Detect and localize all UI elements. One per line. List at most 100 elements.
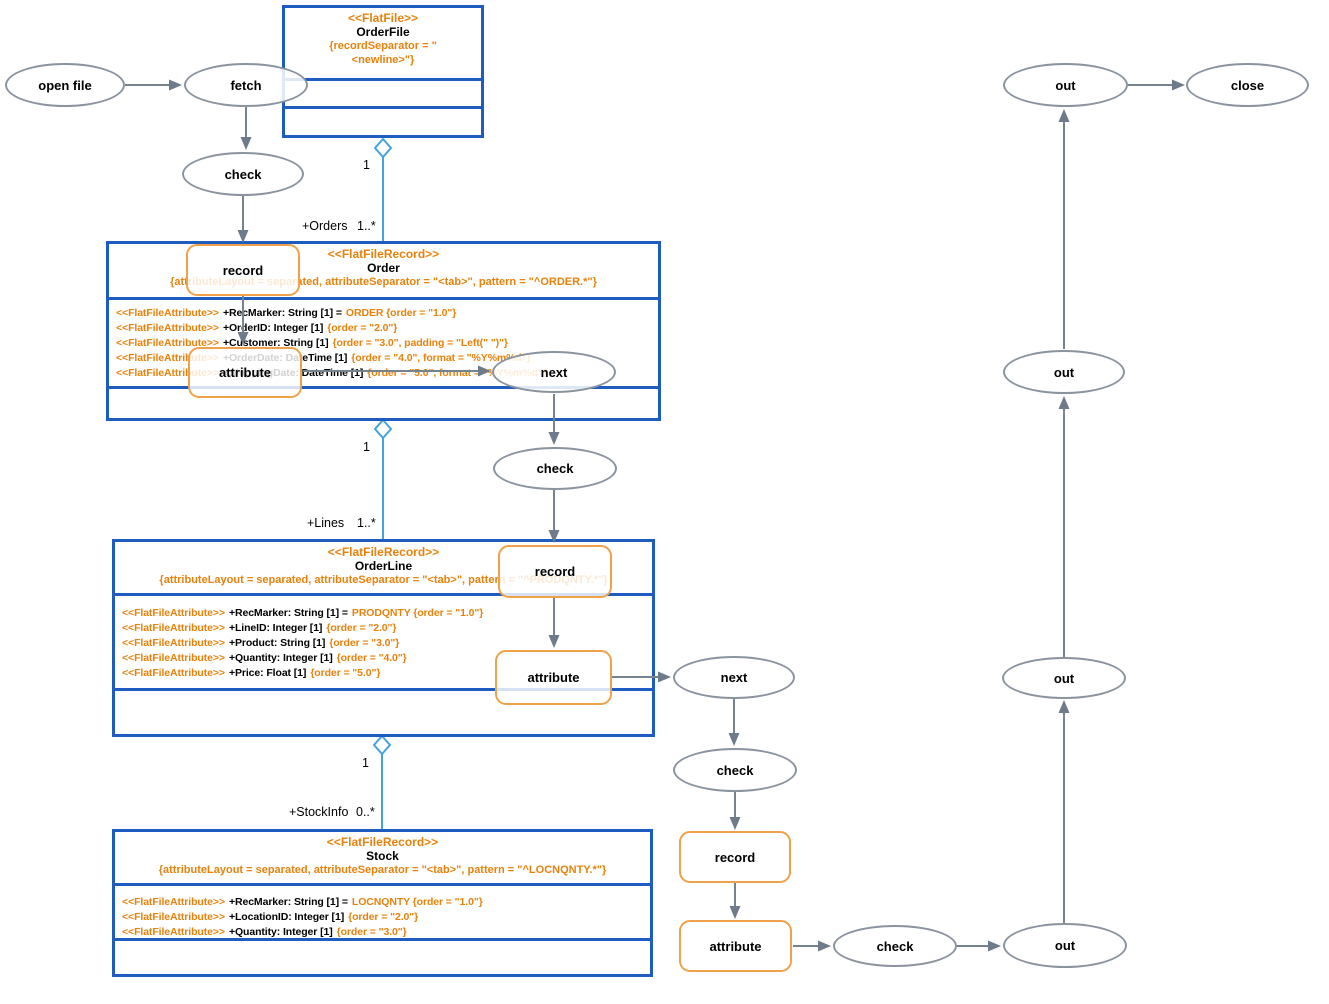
attr-stereotype: <<FlatFileAttribute>> [122, 896, 225, 908]
association-order-orderline [373, 418, 393, 539]
flow-node-label: check [876, 938, 914, 954]
attr-tags: {order = "4.0"} [336, 652, 407, 664]
association-orderline-stock [372, 734, 392, 829]
flow-node-label: next [720, 670, 748, 685]
attr-decl: +OrderID: Integer [1] [222, 322, 324, 334]
orderline-header: <<FlatFileRecord>> OrderLine {attributeL… [115, 542, 652, 596]
flow-node-record-order[interactable]: record [186, 244, 300, 296]
attribute-row: <<FlatFileAttribute>>+LocationID: Intege… [122, 910, 650, 925]
flow-node-out-stock[interactable]: out [1003, 923, 1127, 968]
attribute-row: <<FlatFileAttribute>>+Product: String [1… [122, 636, 652, 651]
class-box-orderfile[interactable]: <<FlatFile>> OrderFile {recordSeparator … [282, 5, 484, 138]
flow-node-next-order[interactable]: next [492, 351, 616, 393]
flow-node-label: out [1055, 77, 1076, 93]
assoc-source-mult: 1 [363, 158, 370, 172]
flow-node-label: record [534, 564, 576, 579]
attribute-row: <<FlatFileAttribute>>+RecMarker: String … [122, 895, 650, 910]
flow-node-label: close [1230, 77, 1265, 93]
assoc-target-mult: 1..* [357, 219, 376, 233]
stock-constraint: {attributeLayout = separated, attributeS… [158, 864, 607, 876]
attr-tags: {order = "3.0"} [329, 637, 400, 649]
flow-node-record-stock[interactable]: record [679, 831, 791, 883]
order-stereotype: <<FlatFileRecord>> [327, 247, 440, 261]
flow-node-label: attribute [709, 938, 762, 954]
assoc-role: +Lines [307, 516, 345, 530]
flow-node-label: out [1054, 938, 1076, 953]
attr-stereotype: <<FlatFileAttribute>> [116, 337, 219, 349]
assoc-role: +StockInfo [289, 805, 349, 819]
flow-node-record-orderline[interactable]: record [498, 545, 612, 598]
assoc-role: +Orders [302, 219, 348, 233]
attr-tags: {order = "2.0"} [327, 322, 398, 334]
flow-node-label: record [714, 849, 756, 865]
attr-stereotype: <<FlatFileAttribute>> [122, 622, 225, 634]
attr-tags: {order = "3.0", padding = "Left(" ")"} [332, 337, 508, 349]
assoc-source-mult: 1 [363, 440, 370, 454]
attribute-row: <<FlatFileAttribute>>+RecMarker: String … [116, 306, 658, 321]
stock-header: <<FlatFileRecord>> Stock {attributeLayou… [115, 832, 650, 886]
attr-stereotype: <<FlatFileAttribute>> [122, 637, 225, 649]
orderfile-constraint: {recordSeparator = "<newline>"} [329, 40, 437, 66]
flow-node-label: out [1053, 364, 1075, 380]
flow-node-attribute-orderline[interactable]: attribute [495, 650, 612, 705]
flow-node-label: attribute [219, 365, 271, 380]
flow-node-label: next [540, 364, 568, 380]
stock-name: Stock [366, 849, 399, 863]
stock-stereotype: <<FlatFileRecord>> [326, 835, 439, 849]
flow-node-check-out[interactable]: check [833, 925, 957, 967]
attribute-row: <<FlatFileAttribute>>+OrderID: Integer [… [116, 321, 658, 336]
flow-node-label: out [1053, 670, 1075, 686]
flow-node-check-order[interactable]: check [182, 152, 304, 196]
orderfile-stereotype: <<FlatFile>> [347, 11, 419, 25]
assoc-target-mult: 1..* [357, 516, 376, 530]
attr-stereotype: <<FlatFileAttribute>> [116, 307, 219, 319]
attr-stereotype: <<FlatFileAttribute>> [122, 607, 225, 619]
order-name: Order [367, 261, 400, 275]
assoc-source-mult: 1 [362, 756, 369, 770]
flow-node-out-file[interactable]: out [1003, 63, 1128, 107]
attr-tags: {order = "5.0"} [310, 667, 381, 679]
attr-decl: +Customer: String [1] [222, 337, 329, 349]
class-box-stock[interactable]: <<FlatFileRecord>> Stock {attributeLayou… [112, 829, 653, 977]
attr-tags: PRODQNTY {order = "1.0"} [351, 607, 484, 619]
orderline-attributes-compartment: <<FlatFileAttribute>>+RecMarker: String … [115, 596, 652, 691]
attr-decl: +RecMarker: String [1] = [222, 307, 342, 319]
flow-node-attribute-order[interactable]: attribute [188, 347, 302, 398]
attr-decl: +RecMarker: String [1] = [228, 896, 348, 908]
association-orderfile-order [373, 137, 393, 241]
attr-stereotype: <<FlatFileAttribute>> [122, 911, 225, 923]
stock-attributes-compartment: <<FlatFileAttribute>>+RecMarker: String … [115, 886, 650, 941]
flow-node-label: fetch [230, 77, 262, 93]
flow-node-open-file[interactable]: open file [5, 63, 125, 107]
flow-node-check-stock[interactable]: check [673, 748, 797, 792]
flow-node-fetch[interactable]: fetch [184, 63, 308, 107]
attr-decl: +Quantity: Integer [1] [228, 652, 333, 664]
flow-node-label: record [222, 262, 264, 278]
flow-node-label: check [716, 762, 754, 778]
composition-diamond-icon [372, 734, 392, 756]
attr-tags: {order = "2.0"} [348, 911, 419, 923]
attr-tags: LOCNQNTY {order = "1.0"} [351, 896, 483, 908]
stock-operations-compartment [115, 941, 650, 974]
flow-node-attribute-stock[interactable]: attribute [679, 920, 792, 972]
flow-node-label: check [536, 461, 574, 476]
flow-node-out-order[interactable]: out [1003, 350, 1125, 394]
attr-decl: +RecMarker: String [1] = [228, 607, 348, 619]
attr-stereotype: <<FlatFileAttribute>> [122, 652, 225, 664]
attr-tags: ORDER {order = "1.0"} [345, 307, 457, 319]
composition-diamond-icon [373, 137, 393, 159]
flow-node-close[interactable]: close [1186, 63, 1309, 107]
attribute-row: <<FlatFileAttribute>>+RecMarker: String … [122, 606, 652, 621]
flow-node-check-orderline[interactable]: check [493, 447, 617, 490]
assoc-target-mult: 0..* [356, 805, 375, 819]
flow-node-next-orderline[interactable]: next [673, 656, 795, 699]
flow-node-label: attribute [527, 670, 580, 685]
attr-decl: +LocationID: Integer [1] [228, 911, 345, 923]
attr-tags: {order = "4.0", format = "%Y%m%d"} [351, 352, 531, 364]
composition-diamond-icon [373, 418, 393, 440]
orderline-name: OrderLine [354, 559, 413, 573]
attr-decl: +Price: Float [1] [228, 667, 307, 679]
flow-node-out-orderline[interactable]: out [1002, 657, 1126, 699]
flow-node-label: check [224, 166, 262, 182]
